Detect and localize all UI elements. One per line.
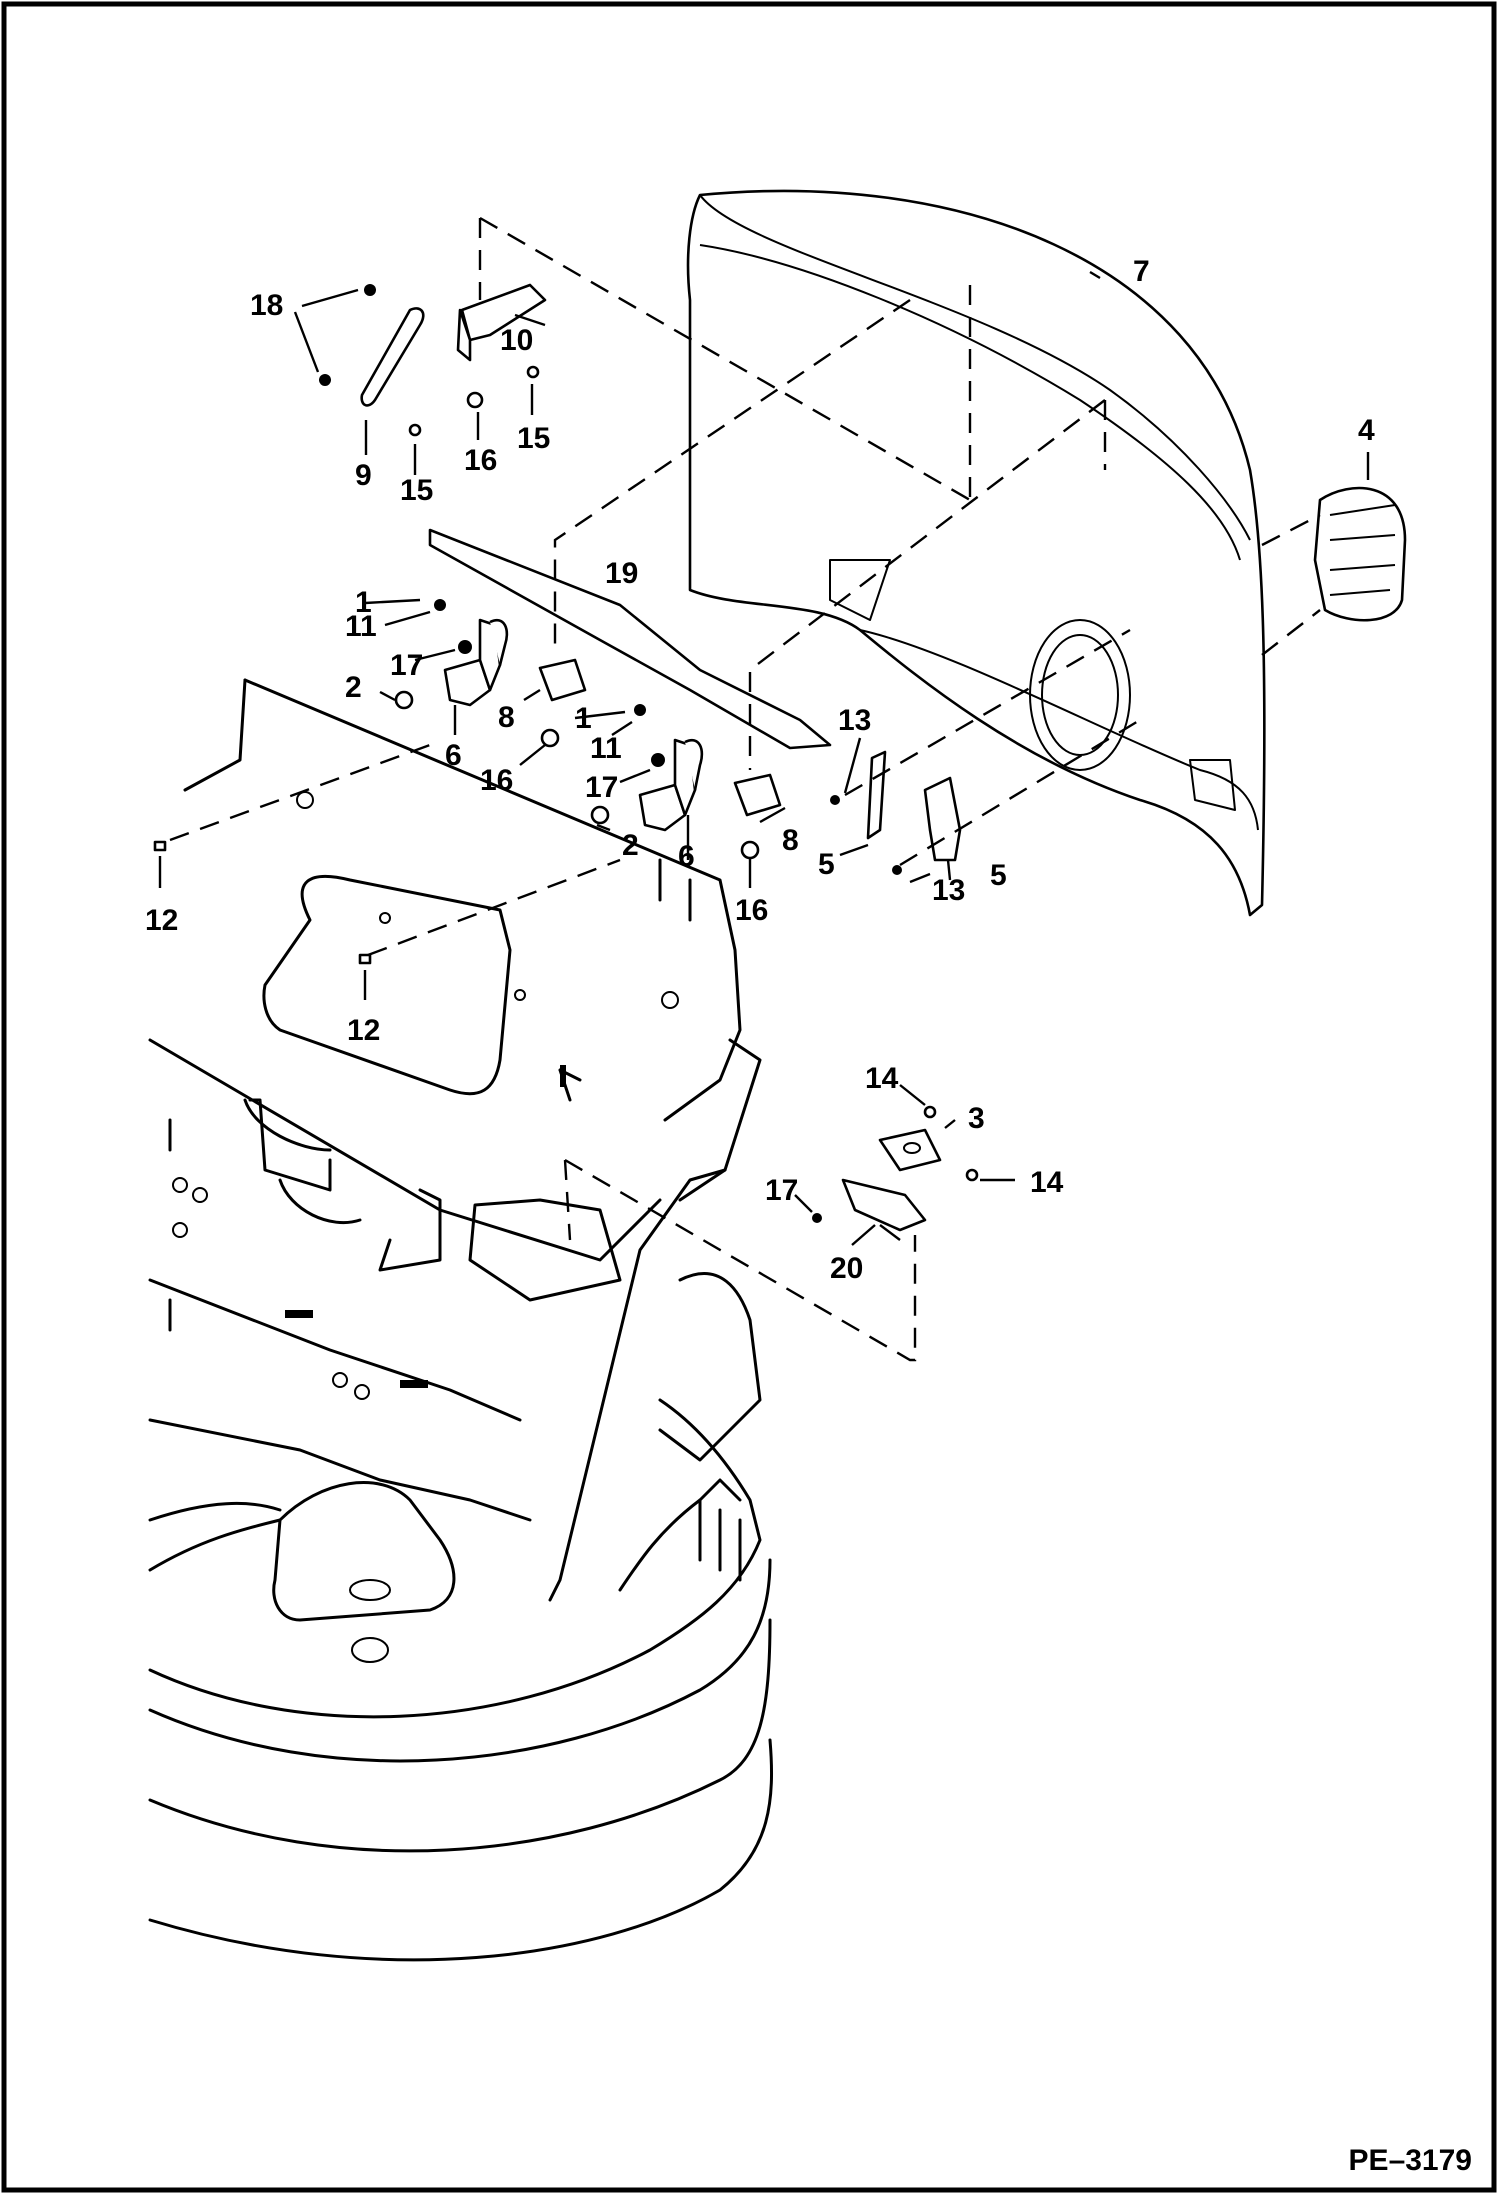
plate-part-8-left [538, 658, 587, 702]
callout-14b: 14 [1030, 1166, 1064, 1199]
callout-5b: 5 [990, 859, 1007, 892]
callout-1a: 1 [355, 586, 372, 619]
callout-20: 20 [830, 1252, 863, 1285]
reference-number: PE–3179 [1349, 2144, 1472, 2177]
hinge-part-6-left [443, 618, 509, 707]
callout-8a: 8 [498, 701, 515, 734]
callout-2a: 2 [345, 671, 362, 704]
callout-8b: 8 [782, 824, 799, 857]
callout-12a: 12 [145, 904, 178, 937]
callout-18: 18 [250, 289, 283, 322]
callout-14a: 14 [865, 1062, 899, 1095]
plate-part-8-right [733, 773, 782, 817]
callout-19: 19 [605, 557, 638, 590]
callout-17a: 17 [390, 649, 423, 682]
leader-lines [158, 270, 1370, 1246]
fasteners [153, 284, 979, 1223]
catch-part-20 [841, 1178, 927, 1232]
callout-4: 4 [1358, 414, 1375, 447]
callout-15b: 15 [517, 422, 550, 455]
bracket-part-5-left [866, 750, 887, 840]
seal-strip-part-19 [428, 528, 832, 750]
callout-12b: 12 [347, 1014, 380, 1047]
assembly-lines [169, 216, 1141, 1362]
callout-16c: 16 [735, 894, 768, 927]
callout-2b: 2 [622, 829, 639, 862]
callout-15a: 15 [400, 474, 433, 507]
cover-latch-part-4 [1261, 486, 1407, 656]
hinge-part-6-right [638, 738, 704, 832]
catch-part-3 [878, 1128, 942, 1172]
gas-strut-part-9 [360, 307, 425, 407]
callout-17c: 17 [765, 1174, 798, 1207]
callout-5a: 5 [818, 848, 835, 881]
callout-16a: 16 [464, 444, 497, 477]
callout-11b: 11 [590, 732, 622, 765]
callout-16b: 16 [480, 764, 513, 797]
rear-cover-part-7 [686, 189, 1266, 917]
callout-10: 10 [500, 324, 533, 357]
callout-7: 7 [1133, 255, 1150, 288]
callout-6b: 6 [678, 840, 695, 873]
bracket-part-10 [456, 283, 547, 362]
callout-13a: 13 [838, 704, 871, 737]
callout-13b: 13 [932, 874, 965, 907]
callout-6a: 6 [445, 739, 462, 772]
callout-labels: 18 10 9 15 16 15 7 4 19 1 11 17 2 6 8 16… [145, 255, 1375, 1285]
machine-frame [148, 678, 773, 1962]
callout-9: 9 [355, 459, 372, 492]
callout-11a: 11 [345, 610, 377, 643]
callout-3: 3 [968, 1102, 985, 1135]
callout-1b: 1 [575, 702, 592, 735]
callout-17b: 17 [585, 771, 618, 804]
bracket-part-5-right [923, 776, 962, 862]
